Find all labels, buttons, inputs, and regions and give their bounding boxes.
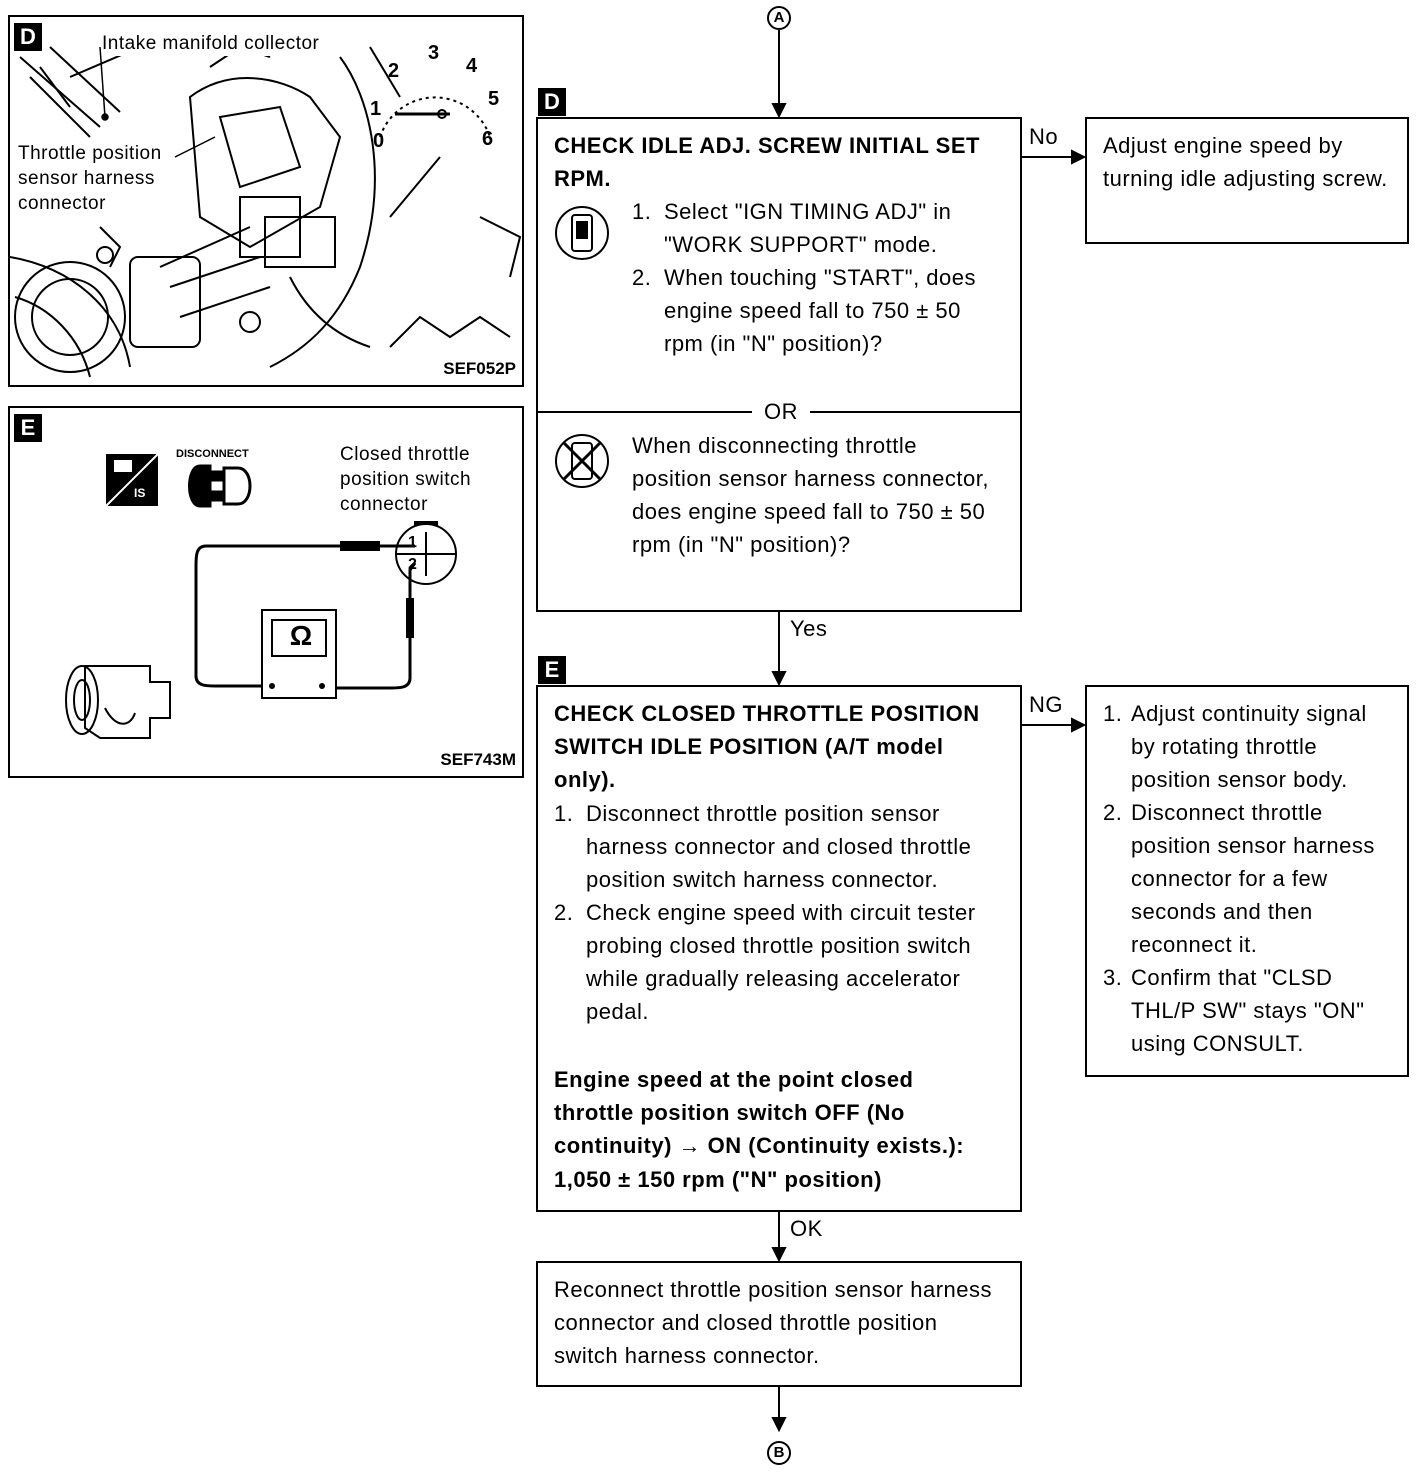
- no-tool-icon: [555, 434, 609, 488]
- step-e-spec: Engine speed at the point closed throttl…: [554, 1067, 965, 1158]
- figure-d-code: SEF052P: [443, 359, 516, 378]
- gauge-tick: 0: [373, 130, 384, 152]
- step-d-box: CHECK IDLE ADJ. SCREW INITIAL SET RPM. 1…: [536, 117, 1022, 612]
- yes-label: Yes: [790, 616, 828, 641]
- step-d-list: 1.Select "IGN TIMING ADJ" in "WORK SUPPO…: [632, 195, 1002, 360]
- figure-e-tag: E: [14, 414, 42, 442]
- gauge-tick: 5: [488, 88, 499, 110]
- step-e-box: CHECK CLOSED THROTTLE POSITION SWITCH ID…: [536, 685, 1022, 1212]
- list-item: 2.Check engine speed with circuit tester…: [554, 900, 976, 1024]
- gauge-tick: 4: [466, 55, 478, 77]
- label-intake-manifold: Intake manifold collector: [102, 31, 320, 56]
- pin-1-label: 1: [408, 534, 417, 551]
- ng-label: NG: [1029, 692, 1063, 717]
- ok-label: OK: [790, 1216, 823, 1241]
- figure-e-panel: E: [8, 406, 524, 778]
- gauge-tick: 3: [428, 42, 439, 64]
- disconnect-label: DISCONNECT: [176, 448, 249, 460]
- gauge-tick: 6: [482, 128, 493, 150]
- list-item: 1.Disconnect throttle position sensor ha…: [554, 801, 972, 892]
- step-d-alt-text: When disconnecting throttle position sen…: [632, 433, 989, 557]
- ng-result-list: 1.Adjust continuity signal by rotating t…: [1103, 697, 1397, 1060]
- connector-b: B: [773, 1444, 785, 1461]
- step-e-spec-value: 1,050 ± 150 rpm ("N" position): [554, 1167, 882, 1192]
- final-step-box: Reconnect throttle position sensor harne…: [536, 1261, 1022, 1387]
- list-item: 1.Select "IGN TIMING ADJ" in "WORK SUPPO…: [632, 199, 952, 257]
- list-item: 2.When touching "START", does engine spe…: [632, 265, 977, 356]
- step-d-tag: D: [538, 88, 566, 116]
- label-closed-throttle-switch: Closed throttle position switch connecto…: [340, 444, 472, 515]
- list-item: 3.Confirm that "CLSD THL/P SW" stays "ON…: [1103, 965, 1365, 1056]
- ignition-label: IS: [134, 486, 146, 500]
- step-e-title: CHECK CLOSED THROTTLE POSITION SWITCH ID…: [554, 701, 980, 792]
- label-throttle-sensor-connector: Throttle position sensor harness connect…: [18, 141, 162, 216]
- no-result-box: Adjust engine speed by turning idle adju…: [1085, 117, 1409, 244]
- no-label: No: [1029, 124, 1059, 149]
- gauge-tick: 2: [388, 60, 399, 82]
- list-item: 1.Adjust continuity signal by rotating t…: [1103, 701, 1367, 792]
- or-label: OR: [752, 395, 810, 428]
- final-step-text: Reconnect throttle position sensor harne…: [554, 1277, 993, 1368]
- figure-d-panel: D: [8, 15, 524, 387]
- figure-d-tag: D: [14, 23, 42, 51]
- circuit-illustration: [65, 453, 457, 739]
- engine-illustration: 0 1 2 3 4 5 6: [10, 42, 522, 378]
- pin-2-label: 2: [408, 556, 417, 573]
- consult-icon: [555, 206, 609, 260]
- gauge-tick: 1: [370, 98, 381, 120]
- ng-result-box: 1.Adjust continuity signal by rotating t…: [1085, 685, 1409, 1077]
- step-d-title: CHECK IDLE ADJ. SCREW INITIAL SET RPM.: [554, 133, 980, 191]
- step-e-list: 1.Disconnect throttle position sensor ha…: [554, 797, 1004, 1028]
- connector-a: A: [773, 9, 785, 26]
- step-e-tag: E: [538, 656, 566, 684]
- list-item: 2.Disconnect throttle position sensor ha…: [1103, 800, 1375, 957]
- no-result-text: Adjust engine speed by turning idle adju…: [1103, 133, 1388, 191]
- ohm-symbol: Ω: [289, 620, 313, 651]
- figure-e-code: SEF743M: [440, 750, 516, 769]
